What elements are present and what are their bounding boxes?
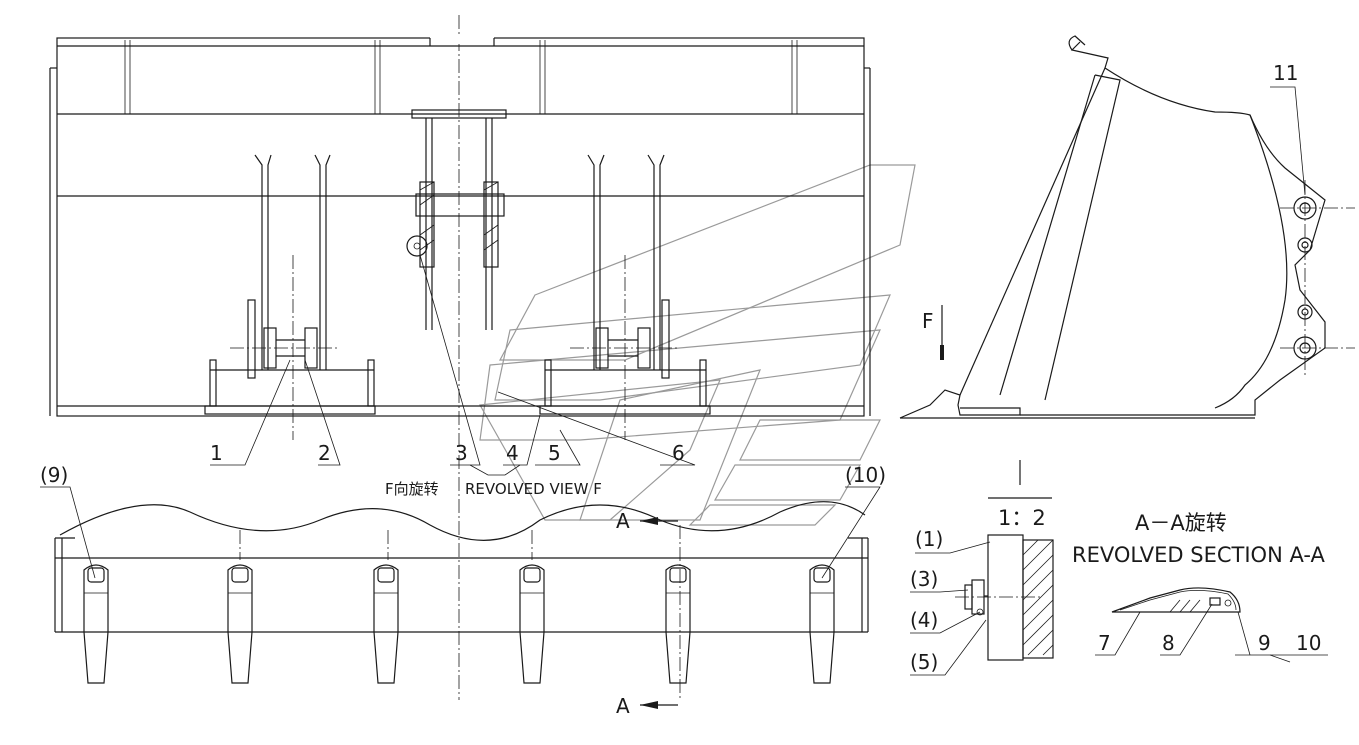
detail-callout-1: (1) (915, 527, 943, 551)
watermark-logo (479, 164, 916, 526)
section-title-en: REVOLVED SECTION A-A (1072, 543, 1325, 567)
top-view (49, 15, 871, 700)
tooth-4 (519, 564, 545, 684)
callout-3: 3 (455, 441, 468, 465)
section-profile (1095, 587, 1328, 663)
callout-2: 2 (318, 441, 331, 465)
callout-5: 5 (548, 441, 561, 465)
detail-scale: 1：2 (998, 506, 1046, 530)
section-arrow-label-bottom: A (616, 694, 630, 718)
callout-4: 4 (506, 441, 519, 465)
view-f-title-en: REVOLVED VIEW F (465, 480, 602, 498)
callout-9-front: (9) (40, 463, 68, 487)
section-callout-9: 9 (1258, 631, 1271, 655)
callout-1: 1 (210, 441, 223, 465)
front-view (54, 501, 869, 700)
detail-view (910, 460, 1054, 676)
detail-callout-4: (4) (910, 608, 938, 632)
view-f-arrow-label: F (922, 309, 934, 333)
view-f-title-cn: F向旋转 (385, 480, 439, 498)
section-callout-10: 10 (1296, 631, 1321, 655)
bucket-teeth (83, 564, 835, 684)
side-view (899, 35, 1355, 419)
section-callout-8: 8 (1162, 631, 1175, 655)
tooth-3 (373, 564, 399, 684)
detail-callout-5: (5) (910, 650, 938, 674)
callout-11: 11 (1273, 61, 1298, 85)
section-callout-7: 7 (1098, 631, 1111, 655)
top-view-callouts: 1 2 3 4 5 6 (210, 441, 685, 465)
tooth-2 (227, 564, 253, 684)
section-arrow-top (640, 517, 678, 525)
detail-callout-3: (3) (910, 567, 938, 591)
tooth-5 (665, 564, 691, 684)
section-title-cn: A－A旋转 (1135, 511, 1227, 535)
section-arrow-bottom (640, 701, 678, 709)
tooth-6 (809, 564, 835, 684)
section-arrow-label-top: A (616, 509, 630, 533)
callout-10-front: (10) (845, 463, 886, 487)
tooth-1 (83, 564, 109, 684)
callout-6: 6 (672, 441, 685, 465)
detail-hatch (1022, 539, 1054, 656)
